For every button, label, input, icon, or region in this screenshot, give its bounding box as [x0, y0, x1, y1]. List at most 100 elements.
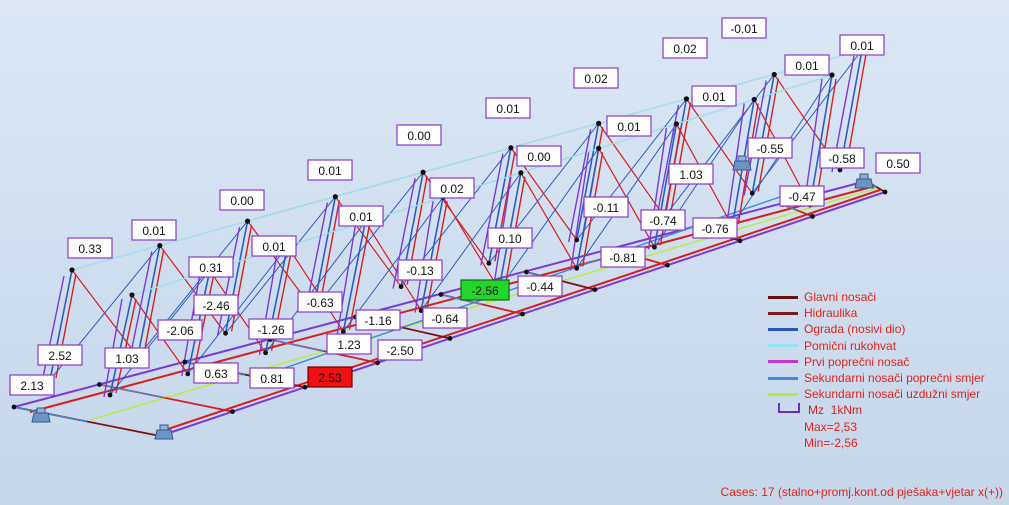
railing-brace	[287, 245, 344, 332]
moment-value-label: -0.11	[583, 196, 629, 218]
moment-diagram	[569, 152, 590, 271]
node	[882, 189, 888, 195]
moment-value-label: 0.01	[606, 115, 652, 137]
moment-diagram	[480, 153, 504, 266]
railing-post	[575, 123, 600, 241]
legend-item: Pomični rukohvat	[768, 338, 1008, 354]
moment-value-text: -1.26	[257, 323, 285, 337]
moment-value-label: 0.01	[485, 97, 531, 119]
handrail	[335, 171, 424, 198]
moment-value-label: 0.00	[219, 189, 265, 211]
railing-brace	[420, 172, 522, 311]
moment-value-label: -0.76	[692, 217, 738, 239]
moment-value-text: 0.50	[886, 157, 910, 171]
moment-value-label: 2.13	[9, 374, 55, 396]
moment-value-label: 0.01	[307, 159, 353, 181]
moment-value-label: 0.00	[516, 145, 562, 167]
moment-value-label: -0.74	[640, 209, 686, 231]
node	[596, 120, 602, 126]
moment-value-text: 0.01	[795, 59, 819, 73]
node	[508, 145, 514, 151]
moment-value-text: 0.01	[496, 102, 520, 116]
moment-value-label: 2.52	[37, 344, 83, 366]
legend-unit-label: 1kNm	[830, 403, 863, 418]
legend-item: Glavni nosači	[768, 289, 1008, 305]
moment-value-text: -2.50	[386, 344, 414, 358]
deck-bracing	[13, 406, 88, 423]
moment-value-text: -0.13	[406, 264, 434, 278]
legend-item-label: Hidraulika	[804, 306, 858, 321]
moment-value-text: -1.16	[364, 314, 392, 328]
railing-post-red	[426, 201, 448, 309]
structure-nodes	[11, 47, 888, 439]
legend-unit-row: Mz 1kNm	[768, 402, 1008, 418]
railing-brace	[342, 196, 444, 332]
node	[398, 284, 404, 290]
node	[263, 350, 268, 356]
railing-brace	[751, 49, 863, 194]
moment-value-label: 0.01	[691, 85, 737, 107]
moment-value-text: 0.01	[349, 210, 373, 224]
legend-swatch	[768, 360, 798, 364]
supports	[31, 155, 874, 440]
node	[673, 121, 680, 127]
legend-swatch	[768, 376, 798, 380]
legend-item-label: Sekundarni nosači uzdužni smjer	[804, 387, 981, 402]
moment-value-text: 1.03	[679, 168, 703, 182]
railing-post-red	[757, 78, 779, 192]
moment-diagram	[414, 201, 434, 313]
moment-value-label: -2.46	[193, 294, 239, 316]
handrail	[754, 74, 833, 101]
moment-value-text: -0.81	[609, 251, 637, 265]
handrail	[71, 244, 160, 271]
moment-value-text: -0.44	[526, 280, 554, 294]
legend-diagram-label: Mz	[808, 403, 824, 418]
legend-swatch	[768, 392, 798, 396]
railing-brace	[442, 196, 500, 290]
moment-value-text: 0.00	[527, 150, 551, 164]
moment-value-text: 2.13	[20, 379, 44, 393]
moment-value-text: 0.02	[673, 42, 697, 56]
legend-item: Ograda (nosivi dio)	[768, 321, 1008, 337]
node	[97, 382, 102, 387]
node	[749, 190, 755, 196]
moment-value-text: -0.11	[593, 201, 620, 215]
moment-value-text: 0.01	[702, 90, 726, 104]
moment-value-label: 0.00	[396, 124, 442, 146]
railing-post-red	[143, 249, 165, 355]
handrail	[676, 98, 755, 125]
deck-bracing	[270, 338, 324, 352]
legend-item: Sekundarni nosači poprečni smjer	[768, 370, 1008, 386]
node	[829, 72, 835, 78]
railing-post-red	[348, 225, 371, 330]
moment-value-text: 2.52	[48, 349, 72, 363]
moment-value-text: 1.23	[337, 338, 361, 352]
handrail	[159, 220, 248, 247]
moment-value-text: 0.31	[199, 261, 223, 275]
node	[596, 145, 602, 151]
node	[592, 287, 598, 292]
node	[518, 170, 524, 176]
deck-bracing	[99, 383, 167, 399]
moment-diagram	[336, 225, 357, 334]
moment-value-text: 0.10	[498, 232, 522, 246]
railing-post	[109, 294, 133, 396]
node	[771, 71, 777, 78]
moment-value-text: 0.01	[850, 39, 874, 53]
load-case-label: Cases: 17 (stalno+promj.kont.od pješaka+…	[720, 485, 1003, 499]
railing-brace	[312, 171, 424, 311]
moment-value-label: -0.55	[747, 137, 793, 159]
node	[751, 96, 757, 103]
legend-item: Sekundarni nosači uzdužni smjer	[768, 386, 1008, 402]
moment-diagram	[129, 251, 153, 359]
moment-value-label: 0.31	[188, 256, 234, 278]
moment-diagram	[567, 129, 592, 243]
railing-post	[420, 197, 444, 311]
moment-value-label: 0.63	[193, 362, 239, 384]
legend-item: Prvi poprečni nosač	[768, 354, 1008, 370]
railing-brace	[576, 123, 677, 269]
moment-value-text: -0.01	[730, 22, 758, 36]
node	[524, 269, 529, 275]
